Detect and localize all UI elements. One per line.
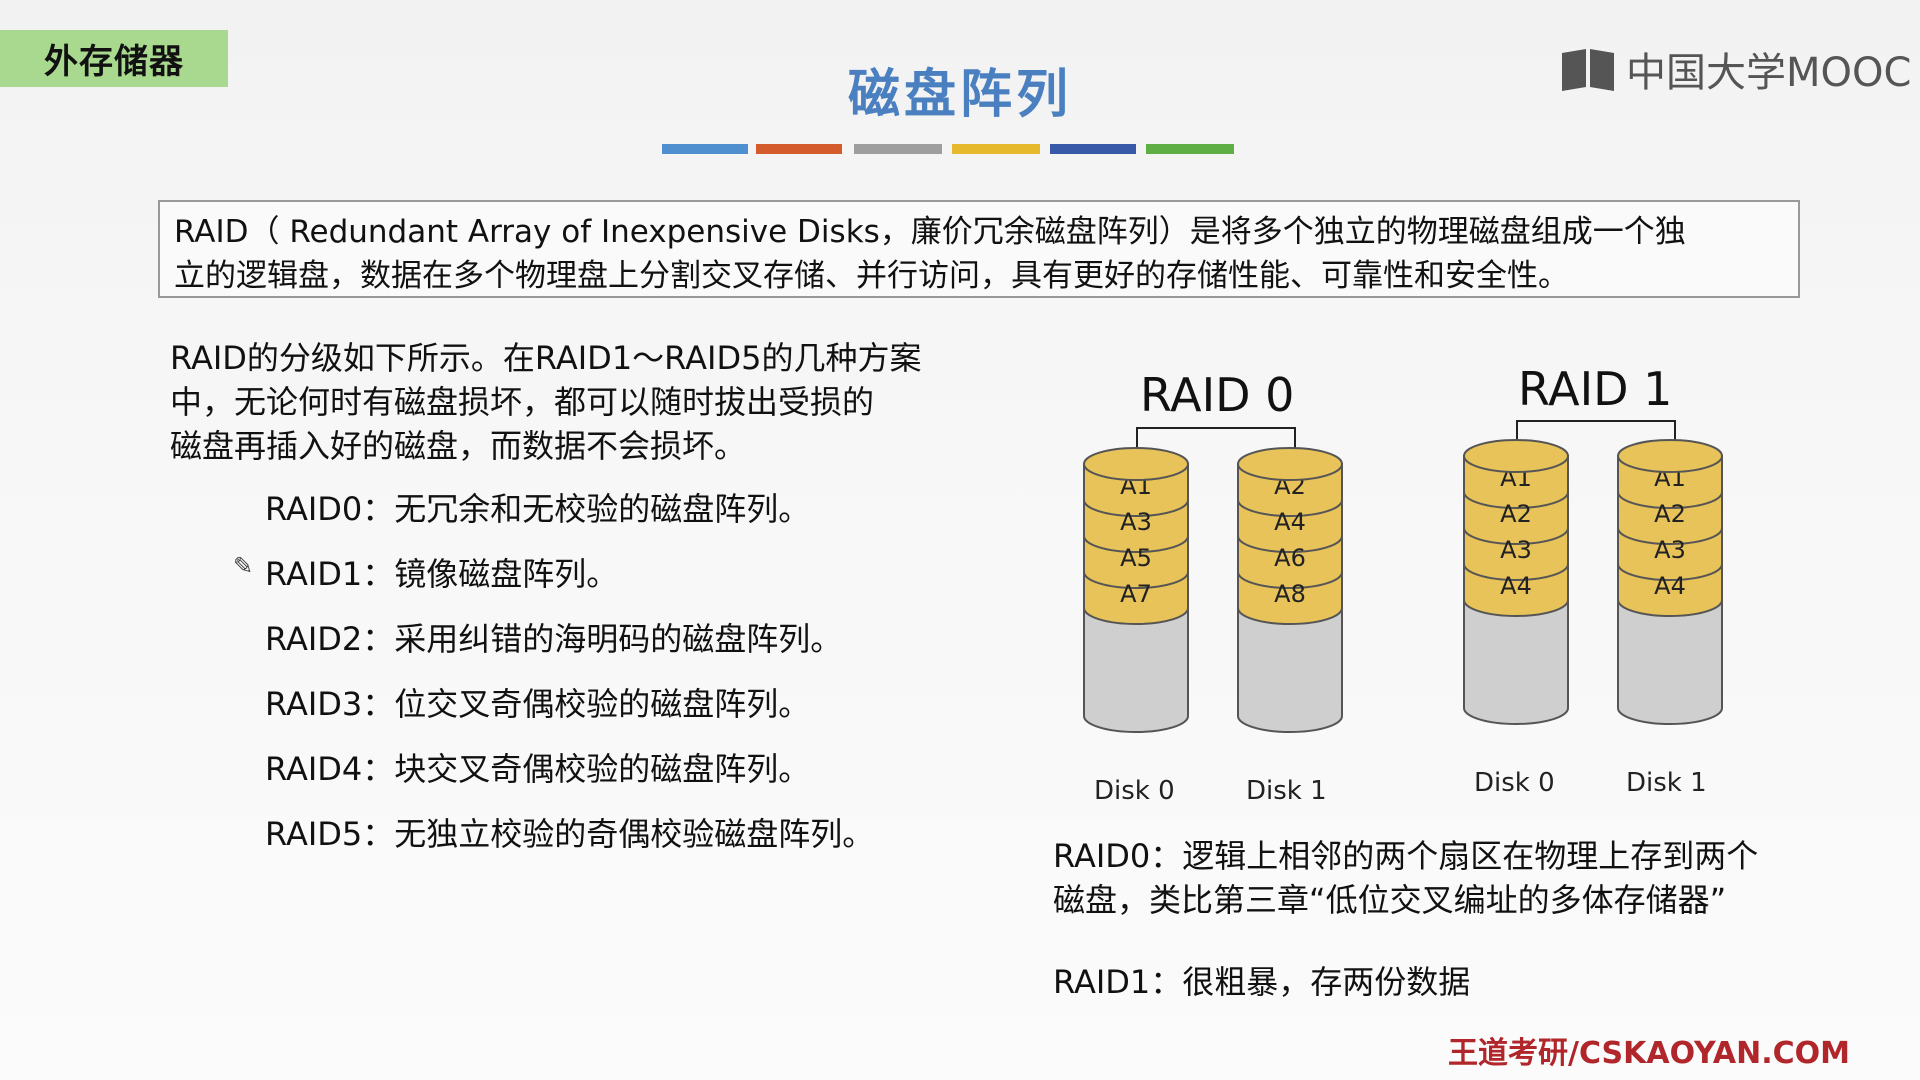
mooc-logo: 中国大学MOOC — [1560, 40, 1911, 98]
definition-line-1: RAID（ Redundant Array of Inexpensive Dis… — [174, 214, 1686, 250]
raid0-disk-0-block-separator — [1083, 535, 1189, 553]
raid1-disk-1-block-separator — [1617, 527, 1723, 545]
raid1-disk-1-top-cap — [1617, 439, 1723, 473]
raid1-disk-1-data-region — [1617, 455, 1723, 617]
raid0-disk-0-data-region — [1083, 463, 1189, 625]
raid1-disk-0-top-cap — [1463, 439, 1569, 473]
definition-line-2: 立的逻辑盘，数据在多个物理盘上分割交叉存储、并行访问，具有更好的存储性能、可靠性… — [174, 258, 1569, 294]
list-item: RAID1：镜像磁盘阵列。 — [265, 555, 619, 593]
intro-paragraph: RAID的分级如下所示。在RAID1～RAID5的几种方案 中，无论何时有磁盘损… — [170, 336, 990, 468]
raid1-disk-0-block-separator — [1463, 563, 1569, 581]
raid1-disk-0-block-label: A3 — [1500, 536, 1532, 564]
raid1-disk-1-label: Disk 1 — [1626, 768, 1707, 798]
list-item: RAID0：无冗余和无校验的磁盘阵列。 — [265, 490, 811, 528]
raid1-disk-0-data-region — [1463, 455, 1569, 617]
raid1-disk-0-block-label: A4 — [1500, 572, 1532, 600]
raid0-disk-1-data-region — [1237, 463, 1343, 625]
raid0-disk-1-block-label: A8 — [1274, 580, 1306, 608]
raid1-disk-1-block-separator — [1617, 491, 1723, 509]
raid0-disk-0-block-separator — [1083, 499, 1189, 517]
raid0-disk-1-block-separator — [1237, 571, 1343, 589]
raid0-disk-1-label: Disk 1 — [1246, 776, 1327, 806]
raid0-label: RAID 0 — [1140, 368, 1295, 422]
section-tag: 外存储器 — [0, 30, 228, 87]
list-item: RAID4：块交叉奇偶校验的磁盘阵列。 — [265, 750, 811, 788]
accent-bar-green — [1146, 144, 1234, 154]
intro-line-1: RAID的分级如下所示。在RAID1～RAID5的几种方案 — [170, 339, 922, 377]
intro-line-2: 中，无论何时有磁盘损坏，都可以随时拔出受损的 — [170, 383, 875, 421]
raid1-bracket — [1516, 420, 1676, 452]
raid1-disk-0-label: Disk 0 — [1474, 768, 1555, 798]
raid0-disk-0-block-separator — [1083, 571, 1189, 589]
raid0-bracket — [1136, 427, 1296, 459]
raid1-disk-0-block-label: A2 — [1500, 500, 1532, 528]
pencil-icon: ✎ — [233, 552, 254, 580]
raid0-disk-1-block-label: A4 — [1274, 508, 1306, 536]
slide-title: 磁盘阵列 — [847, 65, 1072, 125]
list-item: RAID5：无独立校验的奇偶校验磁盘阵列。 — [265, 815, 875, 853]
raid1-disk-1-block-label: A3 — [1654, 536, 1686, 564]
list-item: RAID3：位交叉奇偶校验的磁盘阵列。 — [265, 685, 811, 723]
raid1-disk-0-block-separator — [1463, 491, 1569, 509]
raid1-disk-0-block-separator — [1463, 527, 1569, 545]
accent-bar-blue — [662, 144, 748, 154]
accent-bar-yellow — [952, 144, 1040, 154]
raid1-disk-1-block-label: A4 — [1654, 572, 1686, 600]
footer-watermark: 王道考研/CSKAOYAN.COM — [1448, 1036, 1850, 1071]
raid0-disk-0-block-label: A5 — [1120, 544, 1152, 572]
raid0-disk-0-top-cap — [1083, 447, 1189, 481]
raid0-note: RAID0：逻辑上相邻的两个扇区在物理上存到两个 磁盘，类比第三章“低位交叉编址… — [1053, 834, 1758, 922]
accent-bar-orange — [756, 144, 842, 154]
raid1-note: RAID1：很粗暴，存两份数据 — [1053, 963, 1471, 1001]
raid0-disk-0-label: Disk 0 — [1094, 776, 1175, 806]
raid0-disk-1-block-separator — [1237, 499, 1343, 517]
logo-text: 中国大学MOOC — [1626, 50, 1912, 96]
list-item: RAID2：采用纠错的海明码的磁盘阵列。 — [265, 620, 843, 658]
raid1-disk-1-block-separator — [1617, 563, 1723, 581]
raid0-note-line-1: RAID0：逻辑上相邻的两个扇区在物理上存到两个 — [1053, 837, 1759, 875]
raid1-disk-1-block-label: A2 — [1654, 500, 1686, 528]
raid-level-list: RAID0：无冗余和无校验的磁盘阵列。 RAID1：镜像磁盘阵列。 RAID2：… — [265, 484, 874, 874]
raid0-disk-1-block-label: A6 — [1274, 544, 1306, 572]
raid1-label: RAID 1 — [1518, 362, 1673, 416]
raid0-disk-1-top-cap — [1237, 447, 1343, 481]
raid0-disk-0-block-label: A3 — [1120, 508, 1152, 536]
accent-bar-gray — [854, 144, 942, 154]
book-icon — [1562, 49, 1614, 91]
raid0-disk-1-block-separator — [1237, 535, 1343, 553]
definition-box: RAID（ Redundant Array of Inexpensive Dis… — [158, 200, 1800, 298]
accent-bar-navy — [1050, 144, 1136, 154]
raid0-disk-0-block-label: A7 — [1120, 580, 1152, 608]
intro-line-3: 磁盘再插入好的磁盘，而数据不会损坏。 — [170, 427, 747, 465]
raid0-note-line-2: 磁盘，类比第三章“低位交叉编址的多体存储器” — [1053, 881, 1727, 919]
